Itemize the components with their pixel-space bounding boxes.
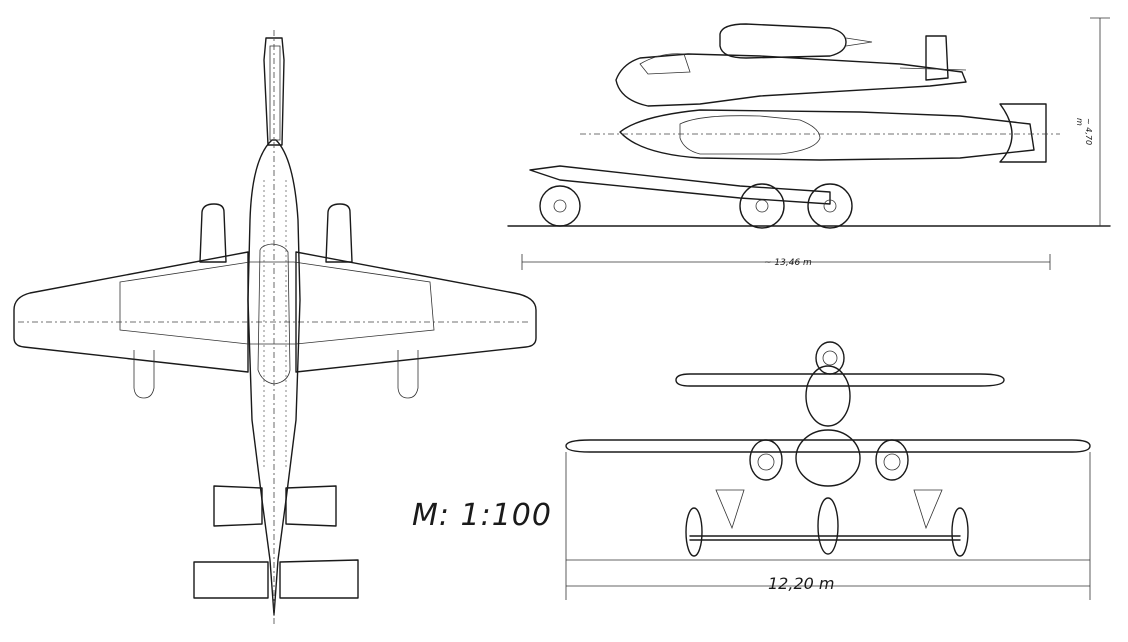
plan-horizontal-tail-lower	[193, 561, 269, 599]
side-lower-fuselage	[619, 109, 1035, 161]
span-dimension: 12,20 m	[768, 574, 835, 593]
front-view	[565, 341, 1091, 600]
side-upper-engine	[719, 23, 847, 59]
front-launch-trolley	[689, 535, 961, 541]
plan-main-wing	[13, 251, 249, 373]
height-dimension: ~ 4,70 m	[1075, 118, 1093, 146]
plan-view	[13, 30, 537, 625]
length-dimension: ~ 13,46 m	[764, 258, 812, 268]
plan-horizontal-tail-upper	[213, 485, 263, 527]
side-launch-trolley	[529, 165, 831, 205]
side-upper-fuselage	[615, 53, 967, 107]
scale-label: M: 1:100	[412, 498, 552, 533]
side-view	[507, 17, 1111, 270]
plan-fuselage	[247, 139, 301, 616]
plan-upper-engine-left	[199, 203, 227, 263]
front-upper-wing	[675, 373, 1005, 387]
front-lower-wing	[565, 439, 1091, 453]
